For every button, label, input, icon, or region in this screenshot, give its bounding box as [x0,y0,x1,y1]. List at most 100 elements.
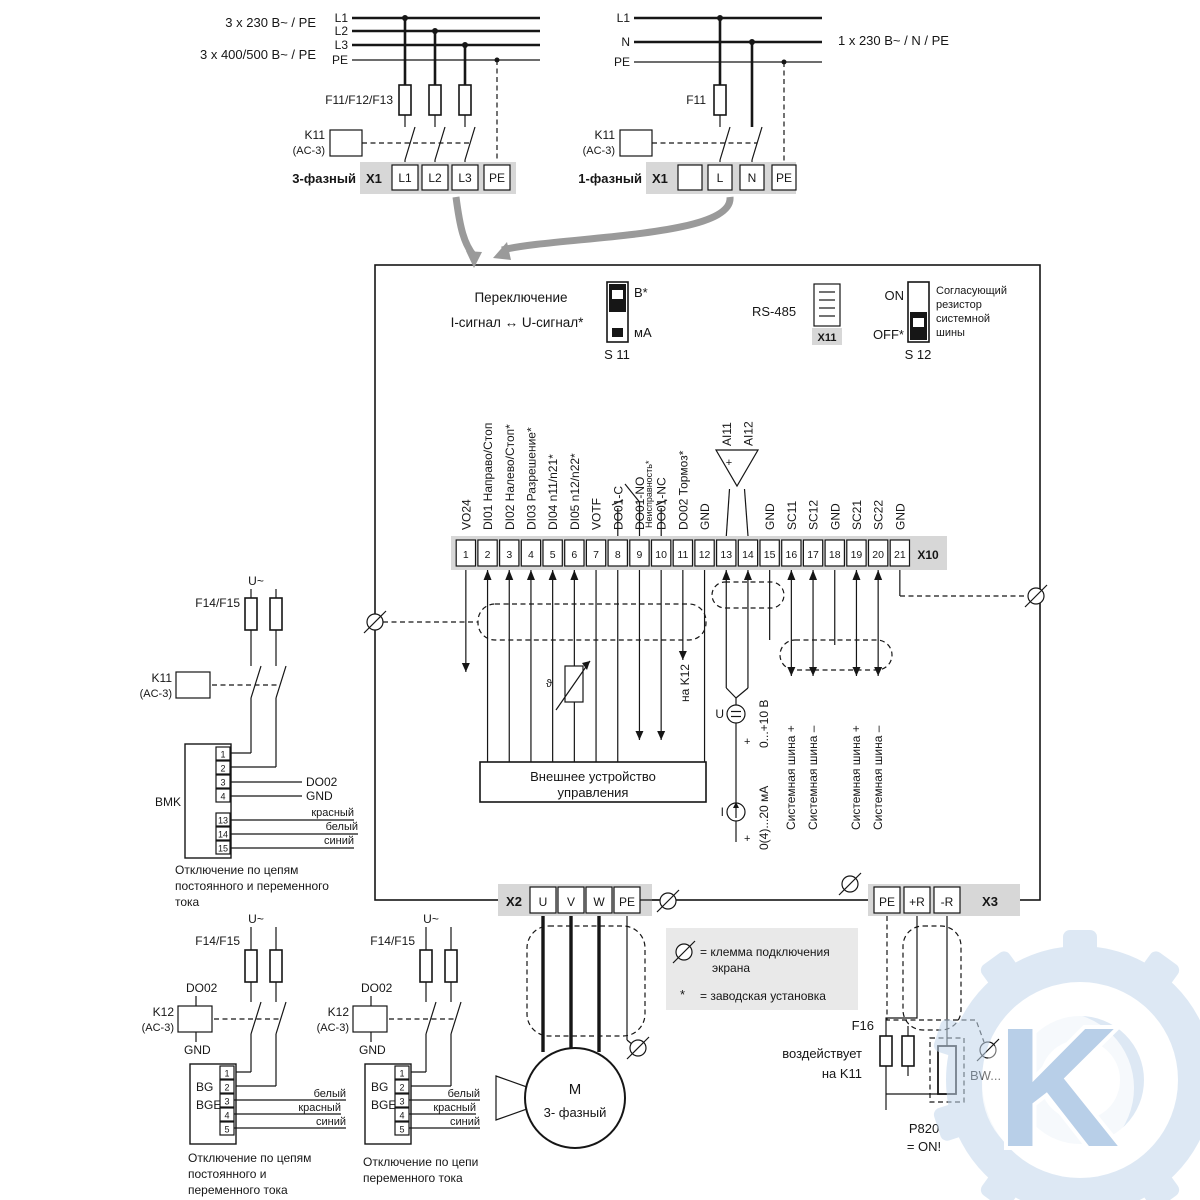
terminal-number: 4 [220,792,225,802]
external-device-box [479,761,707,803]
fuse-icon [419,949,433,983]
x10-terminal-cell [564,539,585,567]
opamp-icon [714,449,760,488]
x11-socket-icon[interactable] [813,283,841,327]
legend-box [666,928,858,1010]
x10-terminal-number: 12 [699,549,711,561]
relay-note-label: Неисправность* [644,460,654,528]
terminal-label: L1 [398,171,412,185]
contactor-label: K11 [305,128,326,142]
terminal-number: 3 [224,1097,229,1107]
x10-terminal-number: 15 [764,549,776,561]
fuse-label: F14/F15 [195,596,240,610]
s11-caption-1: Переключение [474,290,567,305]
s12-off-label: OFF* [873,327,904,342]
caption-line: Отключение по цепям [175,863,298,877]
x10-terminal-cell [802,539,824,567]
x10-terminal-number: 1 [463,549,469,561]
x11-name: X11 [818,332,837,344]
x10-signal-label: VO24 [459,499,473,530]
sysbus-minus-label: Системная шина – [871,725,885,830]
do02-label: DO02 [361,981,393,995]
motor-letter: M [569,1081,582,1098]
bg1-section: U~ F14/F15 DO02 K12 (AC-3) GND BG BGE 12… [142,912,346,1197]
terminal-cell [771,164,797,191]
fuse-label: F14/F15 [195,934,240,948]
phase-type-label: 1-фазный [578,171,642,186]
arrow-down-icon [635,731,644,740]
u-source-letter: U [715,707,724,721]
terminal-cell [933,886,961,914]
contactor-coil [619,129,653,157]
fuse-icon [458,84,472,116]
x10-terminal-number: 21 [894,549,906,561]
x10-terminal-cell [542,539,563,567]
terminal-number: 14 [218,830,228,840]
x10-terminal-cell [715,539,737,567]
s12-desc-4: шины [936,327,965,339]
arrow-up-icon [526,570,535,580]
wire-color-label: синий [316,1116,346,1128]
x10-signal-label: DO02 Тормоз* [676,450,690,530]
motor-type-label: 3- фазный [544,1105,607,1120]
x10-signal-label: DI05 n12/n22* [568,453,582,530]
external-control-device: Внешнее устройство управления [479,761,707,803]
caption-line: постоянного и переменного [175,879,329,893]
terminal-cell [557,886,585,914]
shield-clamp-icon [672,940,696,964]
arrow-up-icon [483,570,492,580]
x10-terminal-number: 20 [872,549,884,561]
terminal-cell [739,164,765,191]
gnd-label: GND [184,1043,211,1057]
terminal-cell [215,760,231,775]
x10-terminal-cell [867,539,889,567]
analog-sources: U + 0...+10 В I + 0(4)...20 мА [715,687,771,850]
fuse-icon [269,597,283,631]
x10-signal-label: AI12 [741,421,755,446]
analog-input-opamp: + [714,449,760,537]
arrow-up-icon [874,570,883,580]
x10-terminal-number: 13 [720,549,732,561]
x10-terminal-cell [585,539,607,567]
contactor-coil [329,129,363,157]
arrow-up-icon [809,570,818,580]
terminal-number: 1 [224,1069,229,1079]
x10-terminal-number: 18 [829,549,841,561]
fuse-label: F14/F15 [370,934,415,948]
connector-label: X1 [366,171,382,186]
x10-signal-label: GND [698,503,712,530]
single-phase-supply: L1 N PE 1 x 230 В~ / N / PE F11 K11 (AC-… [578,11,949,194]
line-label-l1: L1 [335,11,349,25]
s11-name: S 11 [604,347,630,362]
x10-terminal-number: 19 [851,549,863,561]
s12-desc-3: системной [936,313,990,325]
contactor-coil [175,671,211,699]
x10-terminal-number: 3 [506,549,512,561]
sysbus-plus-label: Системная шина + [784,725,798,830]
legend-shield-text-2: экрана [712,961,750,975]
fuse-label: F11/F12/F13 [325,93,393,107]
brake-resistor-circuit: F16 воздействует на K11 BW... P820 = ON! [782,916,1001,1154]
terminal-cell [873,886,901,914]
terminal-label: L [717,171,724,185]
line-label-l2: L2 [335,24,349,38]
fuse-icon [244,949,258,983]
x2-terminal-strip: X2 U V W PE [498,884,659,916]
x10-signal-label: GND [763,503,777,530]
x10-terminal-number: 14 [742,549,754,561]
x10-signal-label: DI01 Направо/Стоп [481,423,495,530]
x10-signal-label: SC12 [807,500,821,530]
terminal-label: PE [619,895,635,909]
i-source-letter: I [721,805,724,819]
x10-signal-label: DI02 Налево/Стоп* [503,424,517,530]
fuse-icon [444,949,458,983]
supply-voltage-label: 3 x 230 В~ / PE [225,15,316,30]
x10-terminal-cell [759,539,780,567]
s11-option-top: В* [634,285,648,300]
contactor-label: K12 [328,1005,350,1019]
legend-shield-text-1: = клемма подключения [700,945,830,959]
s11-switch: Переключение I-сигнал ↔ U-сигнал* В* мА … [451,281,652,362]
terminal-cell [613,886,641,914]
x10-terminal-cell [889,539,911,567]
